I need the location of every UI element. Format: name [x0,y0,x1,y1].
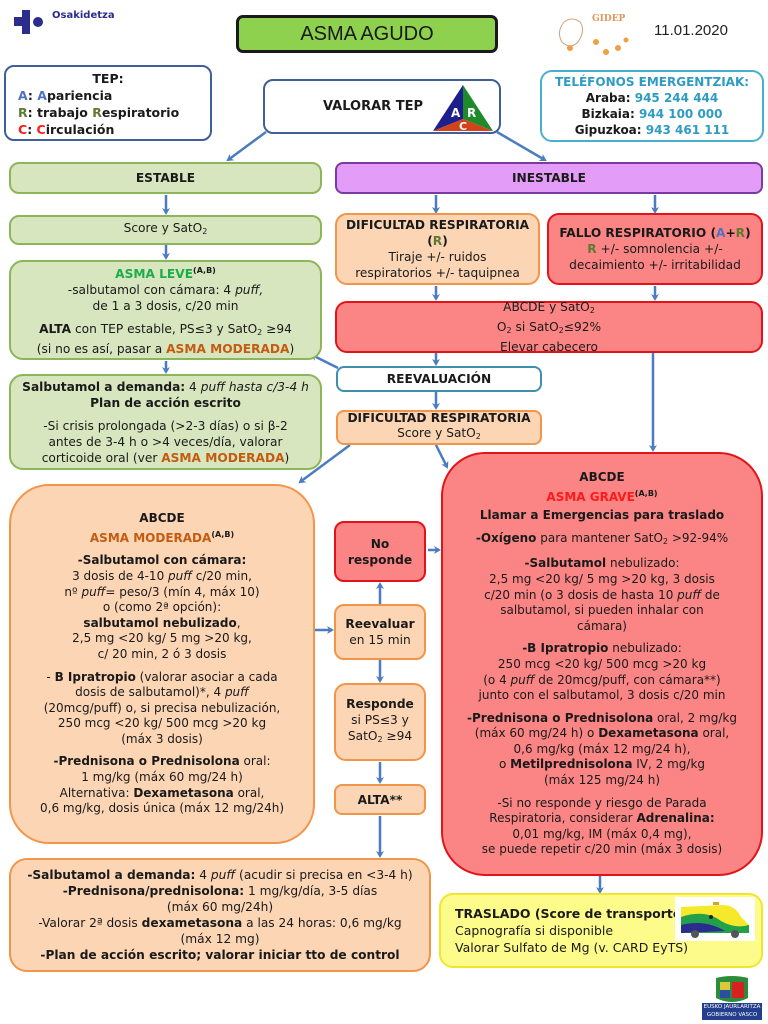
responde-box: Responde si PS≤3 y SatO2 ≥94 [334,683,426,761]
asma-moderada-title: ASMA MODERADA(A,B) [89,529,235,545]
arrow-dificultad-grave [434,444,449,469]
tep-legend-item-a: A: Apariencia [18,88,113,103]
no-responde-box: No responde [334,521,426,582]
phone-araba[interactable]: Araba: 945 244 444 [585,91,719,105]
asma-leve-box: ASMA LEVE(A,B) -salbutamol con cámara: 4… [9,260,322,360]
arrow-tep-estable [226,130,267,162]
osakidetza-logo: Osakidetza [14,8,134,38]
dificultad-respiratoria-box: DIFICULTAD RESPIRATORIA (R) Tiraje +/- r… [335,213,540,285]
gidep-logo-text: GIDEP [592,14,626,24]
inestable-box: INESTABLE [335,162,763,194]
osakidetza-cross-icon [14,10,43,34]
estable-score-box: Score y SatO2 [9,215,322,245]
traslado-box: TRASLADO (Score de transporte) Capnograf… [439,893,763,968]
reevaluar-15min-box: Reevaluar en 15 min [334,604,426,660]
teddy-bear-icon [558,18,629,55]
reevaluacion-dificultad-box: DIFICULTAD RESPIRATORIA Score y SatO2 [336,410,542,445]
alta-box: ALTA** [334,784,426,815]
abcde-satO2-box: ABCDE y SatO2 O2 si SatO2≤92% Elevar cab… [335,300,763,354]
asma-leve-title: ASMA LEVE(A,B) [115,266,216,281]
document-date: 11.01.2020 [654,22,728,39]
fallo-respiratorio-box: FALLO RESPIRATORIO (A+R) R +/- somnolenc… [547,213,763,285]
ambulance-icon [675,897,755,941]
emergency-phones: TELÉFONOS EMERGENTZIAK: Araba: 945 244 4… [540,70,764,142]
triangle-letter-a: A [451,106,461,120]
gidep-logo: GIDEP [556,12,640,60]
tep-legend-item-r: R: trabajo Respiratorio [18,105,180,120]
asma-moderada-box: ABCDE ASMA MODERADA(A,B) -Salbutamol con… [9,484,315,844]
alta-instructions-box: -Salbutamol a demanda: 4 puff (acudir si… [9,858,431,972]
salbutamol-demanda-box: Salbutamol a demanda: 4 puff hasta c/3-4… [9,374,322,470]
valorar-tep-label: VALORAR TEP [323,99,423,114]
tep-legend: TEP: A: Apariencia R: trabajo Respirator… [4,65,212,141]
gobierno-vasco-logo: EUSKO JAURLARITZA GOBIERNO VASCO [702,976,762,1020]
reevaluacion-box: REEVALUACIÓN [336,366,542,392]
asma-grave-title: ASMA GRAVE(A,B) [546,488,658,504]
gobierno-vasco-logo-text: EUSKO JAURLARITZA GOBIERNO VASCO [702,1003,762,1020]
phones-title: TELÉFONOS EMERGENTZIAK: [554,75,750,89]
coat-of-arms-icon [716,976,748,1002]
arrow-tep-inestable [496,130,547,162]
asma-grave-box: ABCDE ASMA GRAVE(A,B) Llamar a Emergenci… [441,452,763,876]
tep-legend-item-c: C: Circulación [18,122,115,137]
tep-legend-title: TEP: [92,71,124,86]
triangle-letter-c: C [459,120,467,131]
osakidetza-logo-text: Osakidetza [52,10,115,21]
link-asma-moderada: ASMA MODERADA [166,342,290,356]
phone-bizkaia[interactable]: Bizkaia: 944 100 000 [581,107,723,121]
estable-box: ESTABLE [9,162,322,194]
triangle-letter-r: R [467,106,476,120]
valorar-tep-box: VALORAR TEP A R C [263,79,501,134]
page-title: ASMA AGUDO [236,15,498,53]
tep-triangle-icon: A R C [433,85,493,131]
phone-gipuzkoa[interactable]: Gipuzkoa: 943 461 111 [574,123,730,137]
